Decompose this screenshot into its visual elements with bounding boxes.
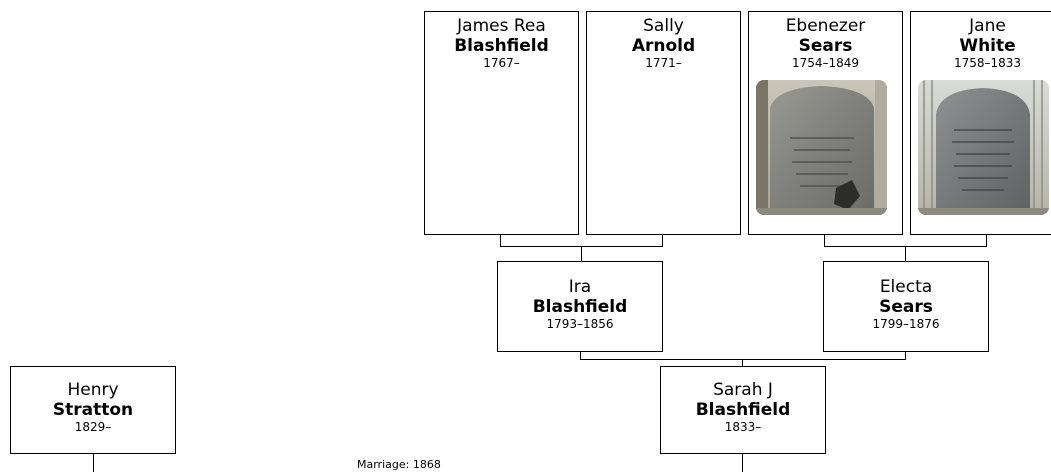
- person-given-name: Sally: [587, 16, 740, 36]
- person-surname: White: [911, 36, 1051, 56]
- person-surname: Stratton: [11, 400, 175, 420]
- gravestone-photo[interactable]: [918, 80, 1049, 215]
- connector-line: [500, 235, 501, 246]
- person-surname: Blashfield: [425, 36, 578, 56]
- person-surname: Blashfield: [498, 297, 662, 317]
- person-dates: 1833–: [661, 420, 825, 435]
- person-surname: Sears: [749, 36, 902, 56]
- person-dates: 1793–1856: [498, 317, 662, 332]
- person-given-name: Electa: [824, 277, 988, 297]
- connector-line: [986, 235, 987, 246]
- person-card-sally-arnold[interactable]: Sally Arnold 1771–: [586, 11, 741, 235]
- person-surname: Arnold: [587, 36, 740, 56]
- connector-line: [824, 235, 825, 246]
- person-dates: 1829–: [11, 420, 175, 435]
- person-card-sarah-j-blashfield[interactable]: Sarah J Blashfield 1833–: [660, 366, 826, 454]
- connector-line: [662, 235, 663, 246]
- person-given-name: Sarah J: [661, 380, 825, 400]
- marriage-label: Marriage: 1868: [357, 458, 441, 472]
- connector-line: [742, 359, 743, 366]
- person-card-james-rea-blashfield[interactable]: James Rea Blashfield 1767–: [424, 11, 579, 235]
- person-given-name: Jane: [911, 16, 1051, 36]
- person-card-electa-sears[interactable]: Electa Sears 1799–1876: [823, 261, 989, 352]
- person-surname: Sears: [824, 297, 988, 317]
- person-given-name: Ebenezer: [749, 16, 902, 36]
- person-surname: Blashfield: [661, 400, 825, 420]
- person-card-henry-stratton[interactable]: Henry Stratton 1829–: [10, 366, 176, 454]
- person-card-jane-white[interactable]: Jane White 1758–1833: [910, 11, 1051, 235]
- connector-line: [580, 359, 906, 360]
- person-given-name: James Rea: [425, 16, 578, 36]
- connector-line: [905, 246, 906, 261]
- connector-line: [93, 454, 94, 472]
- person-card-ebenezer-sears[interactable]: Ebenezer Sears 1754–1849: [748, 11, 903, 235]
- person-dates: 1799–1876: [824, 317, 988, 332]
- person-dates: 1767–: [425, 56, 578, 71]
- connector-line: [742, 454, 743, 472]
- gravestone-photo[interactable]: [756, 80, 887, 215]
- person-given-name: Ira: [498, 277, 662, 297]
- connector-line: [581, 246, 582, 261]
- person-given-name: Henry: [11, 380, 175, 400]
- person-dates: 1771–: [587, 56, 740, 71]
- person-dates: 1754–1849: [749, 56, 902, 71]
- person-card-ira-blashfield[interactable]: Ira Blashfield 1793–1856: [497, 261, 663, 352]
- person-dates: 1758–1833: [911, 56, 1051, 71]
